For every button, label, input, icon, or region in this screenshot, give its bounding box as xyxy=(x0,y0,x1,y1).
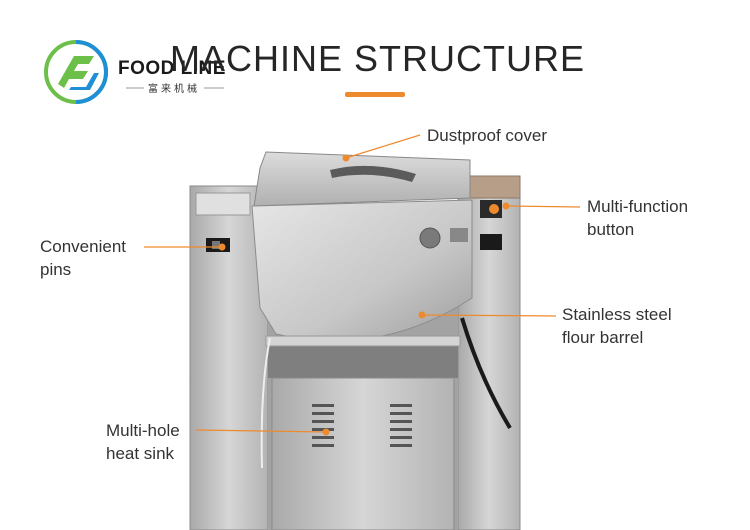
brand-subtitle: 富来机械 xyxy=(148,84,200,95)
callout-multi-function-line1: Multi-function xyxy=(587,197,689,216)
callout-heat-sink-line1: Multi-hole xyxy=(106,421,180,440)
callout-multi-function-button: Multi-function button xyxy=(587,195,688,241)
flour-barrel xyxy=(251,199,473,342)
brand-name: FOOD LINE xyxy=(118,58,226,79)
callout-convenient-pins: Convenient pins xyxy=(40,235,126,281)
callout-dustproof-cover-label: Dustproof cover xyxy=(427,126,547,145)
callout-multi-function-line2: button xyxy=(587,220,635,239)
callout-dustproof-cover: Dustproof cover xyxy=(427,124,547,147)
heat-sink-panel xyxy=(271,377,455,530)
callout-flour-barrel: Stainless steel flour barrel xyxy=(562,303,672,349)
callout-convenient-line1: Convenient xyxy=(40,237,127,256)
callout-convenient-line2: pins xyxy=(40,260,72,279)
food-line-logo xyxy=(44,40,224,104)
dough-mixer-machine xyxy=(189,151,521,530)
page-title: MACHINE STRUCTURE xyxy=(170,38,586,79)
title-underline xyxy=(345,92,405,97)
dust-cover xyxy=(253,151,471,207)
callout-stainless-line1: Stainless steel xyxy=(562,305,672,324)
callout-stainless-line2: flour barrel xyxy=(562,328,644,347)
callout-heat-sink: Multi-hole heat sink xyxy=(106,419,180,465)
callout-heat-sink-line2: heat sink xyxy=(106,444,175,463)
